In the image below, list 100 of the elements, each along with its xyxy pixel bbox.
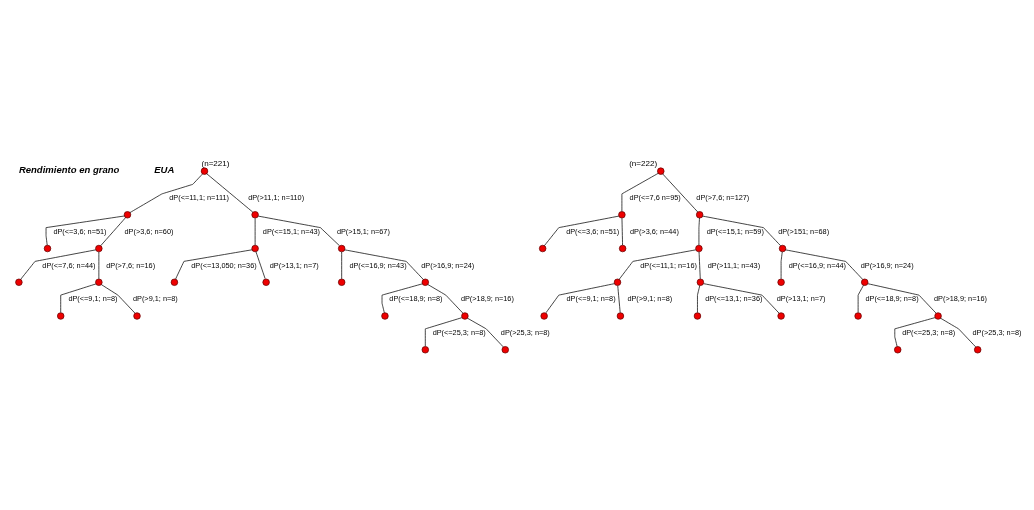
connector (702, 215, 781, 246)
edge-label: dP(>15,1; n=67) (336, 226, 390, 236)
node-circle (57, 311, 65, 320)
edge-label: dP(<=11,1; n=16) (640, 260, 697, 270)
node-circle (695, 244, 703, 252)
node-circle (854, 311, 862, 320)
node-circle (461, 311, 469, 320)
connector (662, 173, 699, 212)
node-circle (95, 244, 103, 252)
edge-label: dP(<=13,050; n=36) (191, 260, 257, 270)
connector (467, 317, 504, 347)
node-circle (861, 278, 869, 286)
connector (698, 251, 701, 279)
edge-label: dP(<=3,6; n=51) (53, 226, 107, 236)
edge-label: dP(<=16,9; n=43) (349, 260, 407, 270)
node-circle (696, 278, 705, 286)
node-circle (123, 210, 132, 218)
connector (940, 317, 976, 347)
edge-label: dP(>3,6; n=60) (124, 226, 174, 236)
edge-label: dP(<=25,3; n=8) (902, 327, 956, 337)
connector (698, 217, 700, 245)
connector (255, 250, 266, 279)
node-circle (613, 278, 622, 286)
edge-label: dP(>25,3; n=8) (972, 327, 1022, 337)
edge-label: dP(<=7,6 n=95) (629, 192, 681, 202)
node-circle (616, 311, 625, 320)
connector (45, 215, 125, 246)
node-circle (657, 166, 665, 175)
node-label: (n=221) (201, 157, 230, 167)
node-circle (251, 244, 259, 252)
node-circle (200, 166, 209, 175)
connector (545, 282, 615, 313)
node-circle (778, 244, 787, 252)
edge-label: dP(>18,9; n=16) (934, 293, 988, 303)
connector (257, 215, 340, 246)
connector (621, 217, 623, 245)
edge-label: dP(<=3,6; n=51) (566, 226, 620, 236)
node-circle (934, 311, 942, 320)
connector (129, 173, 203, 213)
edge-label: dP(>11,1; n=43) (707, 260, 761, 270)
connector (206, 172, 254, 212)
edge-label: dP(<=25,3; n=8) (432, 327, 486, 337)
node-circle (170, 278, 179, 286)
node-circle (501, 345, 509, 353)
connector (785, 249, 864, 280)
node-circle (777, 311, 785, 320)
node-circle (133, 311, 141, 320)
node-circle (777, 278, 785, 286)
node-label: (n=222) (629, 157, 658, 167)
edge-label: dP(<=9,1; n=8) (566, 293, 616, 303)
label: Rendimiento en grano (18, 163, 120, 175)
connector (60, 283, 97, 313)
node-circle (95, 278, 103, 286)
node-circle (618, 244, 627, 252)
edge-label: dP(>7,6; n=127) (696, 192, 750, 202)
connector (857, 284, 864, 313)
edge-label: dP(<=7,6; n=44) (42, 260, 96, 270)
edge-label: dP(<=11,1; n=111) (169, 192, 229, 202)
edge-label: dP(<=13,1; n=36) (705, 293, 763, 303)
edge-label: dP(>9,1; n=8) (132, 293, 178, 303)
connector (100, 216, 126, 246)
node-circle (251, 210, 259, 218)
connector (703, 282, 780, 313)
connector (894, 316, 936, 347)
node-circle (421, 345, 429, 353)
connector (867, 282, 937, 313)
connector (344, 249, 424, 280)
connector (617, 284, 621, 313)
node-circle (693, 311, 702, 320)
edge-label: dP(<=9,1; n=8) (68, 293, 118, 303)
node-circle (421, 278, 429, 286)
connector (341, 251, 343, 279)
connector (621, 172, 659, 212)
label: EUA (154, 163, 175, 175)
edge-label: dP(>16,9; n=24) (860, 260, 914, 270)
node-circle (539, 244, 547, 252)
node-circle (43, 244, 52, 252)
node-circle (15, 278, 23, 286)
connector (175, 248, 253, 279)
connector (780, 250, 783, 279)
connector (618, 249, 697, 280)
edge-label: dP(<=18,9; n=8) (389, 293, 443, 303)
node-circle (696, 210, 704, 218)
node-circle (381, 311, 389, 320)
node-circle (894, 345, 902, 353)
edge-label: dP(>11,1; n=110) (248, 192, 305, 202)
connector (101, 283, 136, 313)
edge-label: dP(>18,9; n=16) (460, 293, 514, 303)
connector (424, 316, 463, 347)
node-circle (262, 278, 270, 286)
edge-label: dP(>13,1; n=7) (269, 260, 319, 270)
node-circle (618, 210, 626, 218)
edge-label: dP(>13,1; n=7) (776, 293, 826, 303)
node-circle (338, 278, 346, 286)
node-circle (338, 244, 346, 252)
connector (544, 215, 620, 246)
edge-label: dP(>3,6; n=44) (629, 226, 679, 236)
edge-label: dP(>9,1; n=8) (627, 293, 673, 303)
edge-label: dP(<=16,9; n=44) (788, 260, 847, 270)
connector (381, 283, 423, 313)
